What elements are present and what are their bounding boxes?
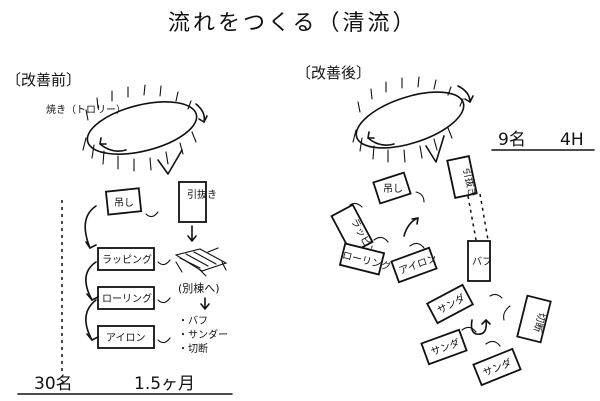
before-box-iron: アイロン: [97, 325, 155, 349]
before-flow-arrows: [84, 205, 171, 344]
before-box-wrapping: ラッピング: [97, 247, 155, 271]
before-label: 〔改善前〕: [6, 71, 81, 89]
svg-text:吊し: 吊し: [114, 197, 134, 209]
before-box-pull: 引抜き: [178, 181, 217, 223]
after-box-sander-2: サンダ: [420, 328, 468, 366]
svg-text:吊し: 吊し: [383, 183, 403, 195]
after-box-sander-3: サンダ: [472, 347, 522, 387]
svg-text:ラッピング: ラッピング: [102, 253, 152, 266]
page-title: 流れをつくる（清流）: [168, 11, 418, 36]
after-flow-arrows: [349, 191, 511, 347]
after-oven-trolley: [352, 76, 474, 163]
svg-text:ローリング: ローリング: [102, 292, 152, 305]
after-box-cut: 切断: [516, 294, 552, 344]
after-box-buff: バフ: [467, 240, 492, 282]
after-label: 〔改善後〕: [296, 64, 371, 82]
after-people: 9名: [498, 130, 526, 150]
before-people: 30名: [34, 374, 73, 394]
down-arrow-2: [200, 297, 210, 310]
before-other-item-2: ・サンダー: [178, 328, 228, 341]
svg-text:アイロン: アイロン: [106, 333, 146, 344]
before-other-item-3: ・切断: [178, 342, 208, 355]
before-other-building: (別棟へ): [178, 281, 220, 295]
svg-text:バフ: バフ: [472, 256, 492, 268]
down-arrow-1: [187, 225, 197, 242]
after-box-iron: アイロン: [390, 246, 438, 284]
after-box-rolling: ローリング: [338, 242, 393, 276]
after-box-sander-1: サンダ: [425, 283, 475, 325]
before-other-item-1: ・バフ: [178, 315, 208, 327]
after-dashed-connector: [467, 193, 489, 241]
after-duration: 4H: [560, 130, 584, 150]
before-box-hang: 吊し: [104, 187, 143, 216]
before-pile-sketch: [174, 247, 228, 277]
svg-text:引抜き: 引抜き: [187, 188, 217, 201]
after-box-hang: 吊し: [372, 171, 412, 205]
before-oven-trolley: [82, 84, 208, 175]
after-box-pull: 引抜き: [446, 155, 479, 199]
before-duration: 1.5ヶ月: [134, 374, 195, 394]
before-box-rolling: ローリング: [97, 286, 155, 310]
